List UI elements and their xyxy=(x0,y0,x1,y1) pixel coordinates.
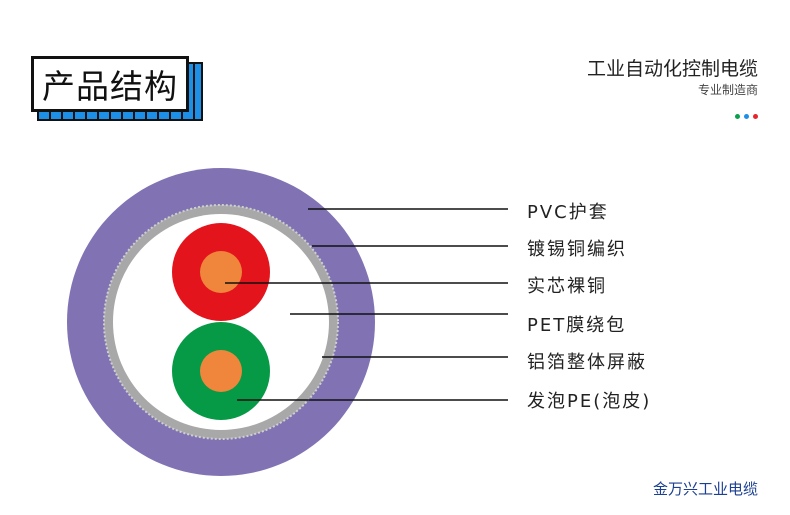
footer-brand: 金万兴工业电缆 xyxy=(652,480,758,498)
green-dot xyxy=(735,114,740,119)
brand-title: 工业自动化控制电缆 xyxy=(586,58,758,80)
section-title: 产品结构 xyxy=(31,56,189,112)
blue-dot xyxy=(744,114,749,119)
label-copper: 实芯裸铜 xyxy=(527,276,607,297)
leader-lines xyxy=(225,208,508,401)
label-braid: 镀锡铜编织 xyxy=(527,239,627,260)
brand-subtitle: 专业制造商 xyxy=(697,83,758,97)
red-dot xyxy=(753,114,758,119)
copper-conductor xyxy=(200,350,242,392)
label-pet: PET膜绕包 xyxy=(527,315,627,336)
label-foil: 铝箔整体屏蔽 xyxy=(527,352,647,373)
copper-conductor xyxy=(200,251,242,293)
label-foam-pe: 发泡PE(泡皮) xyxy=(527,391,652,412)
label-pvc-sheath: PVC护套 xyxy=(527,202,609,223)
